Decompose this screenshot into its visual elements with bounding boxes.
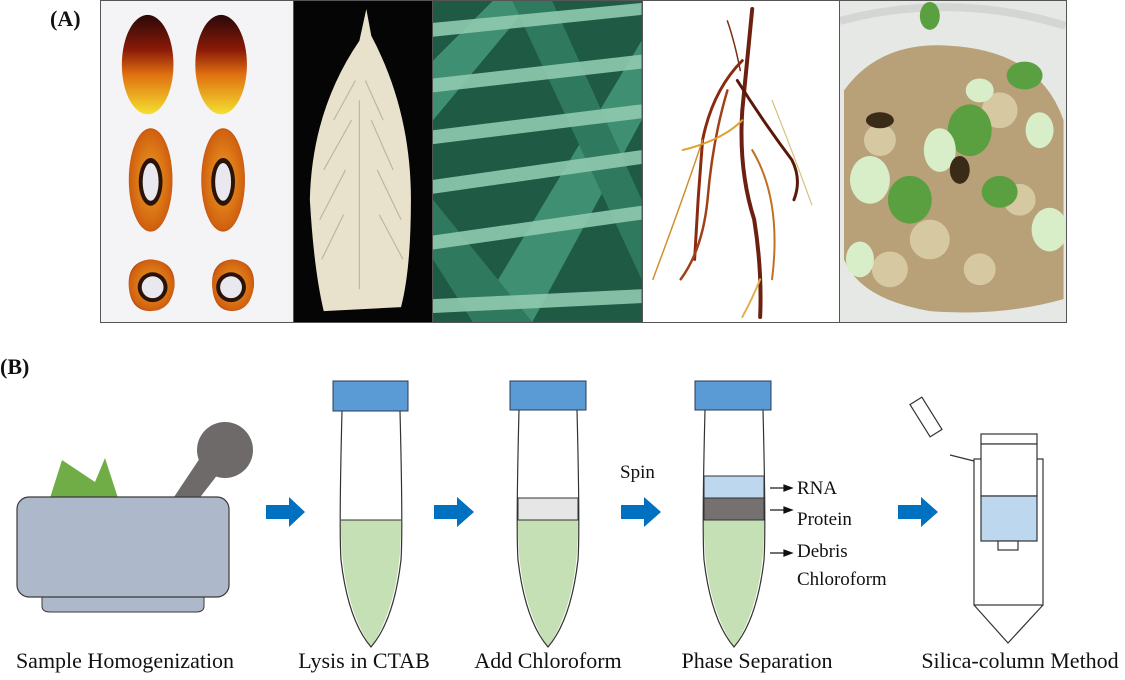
photo-mature-leaf <box>433 1 643 322</box>
step-label-homogenization: Sample Homogenization <box>15 648 235 673</box>
photo-strip <box>100 0 1067 323</box>
silica-column-icon <box>909 396 1044 644</box>
photo-callus <box>840 1 1066 322</box>
step-label-phase-separation: Phase Separation <box>681 648 833 673</box>
arrow-icon <box>266 497 305 527</box>
photo-root <box>642 1 841 322</box>
panel-b-label: (B) <box>0 354 30 379</box>
layer-label-chloroform: Chloroform <box>797 569 887 590</box>
workflow-diagram <box>16 380 1044 648</box>
tube-lysis-icon <box>332 380 409 648</box>
photo-spear-leaf <box>293 1 434 322</box>
arrow-icon <box>434 497 474 527</box>
step-label-silica-column: Silica-column Method <box>921 648 1119 673</box>
spin-label: Spin <box>620 462 655 483</box>
tube-phase-separation-icon <box>694 380 772 648</box>
step-label-lysis: Lysis in CTAB <box>298 648 430 673</box>
step-label-add-chloroform: Add Chloroform <box>474 648 622 673</box>
arrow-icon <box>898 497 938 527</box>
mortar-pestle-icon <box>16 422 253 613</box>
layer-label-protein: Protein <box>797 509 852 530</box>
photo-oil-palm-fruit <box>101 1 294 322</box>
arrow-icon <box>621 497 661 527</box>
tube-chloroform-icon <box>509 380 587 648</box>
layer-label-rna: RNA <box>797 478 838 499</box>
layer-label-debris: Debris <box>797 541 848 562</box>
panel-a-label: (A) <box>50 6 81 31</box>
